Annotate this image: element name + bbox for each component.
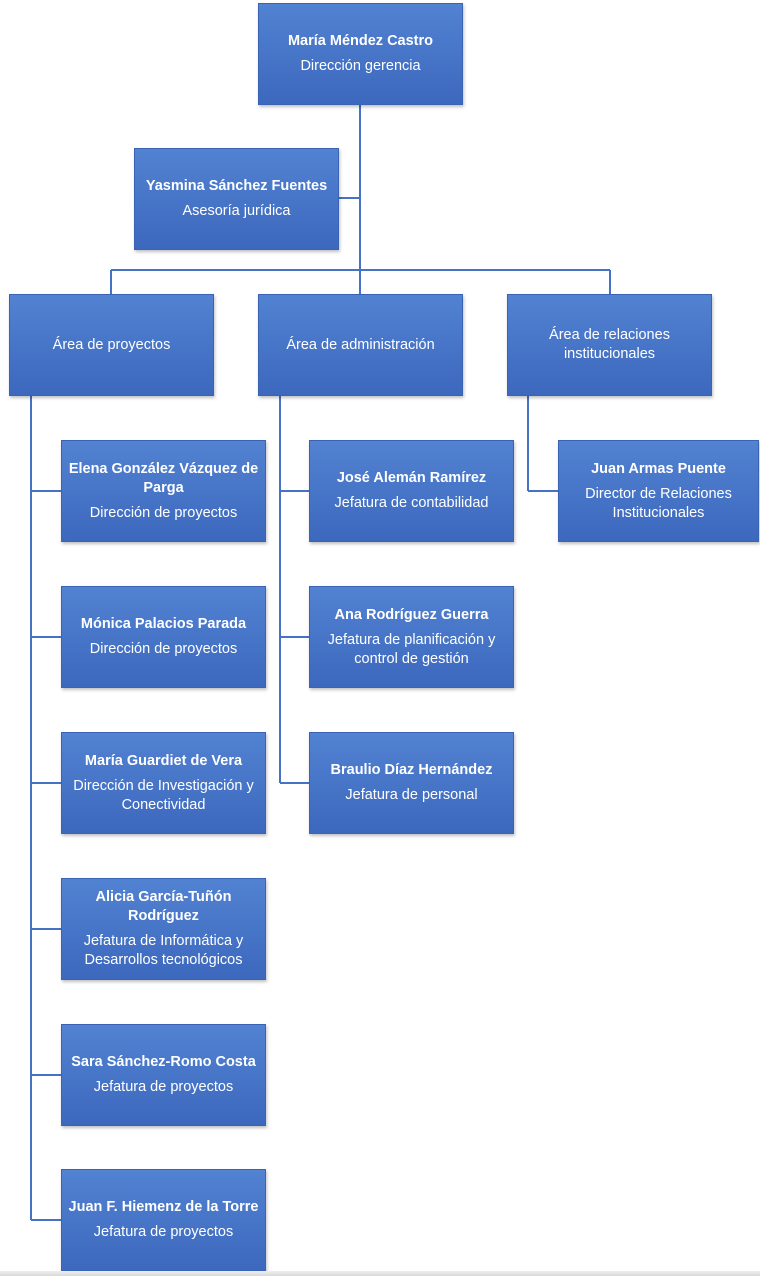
- node-proyectos-4: Alicia García-Tuñón Rodríguez Jefatura d…: [61, 878, 266, 980]
- node-role: Jefatura de proyectos: [93, 1224, 234, 1240]
- node-name: María Méndez Castro: [287, 33, 434, 49]
- node-name: Elena González Vázquez de Parga: [68, 460, 259, 496]
- node-role: Dirección de proyectos: [89, 504, 238, 521]
- area-label: Área de administración: [286, 336, 435, 353]
- node-name: Juan F. Hiemenz de la Torre: [68, 1199, 259, 1215]
- node-role: Jefatura de Informática y Desarrollos te…: [83, 933, 244, 968]
- node-role: Jefatura de proyectos: [93, 1079, 234, 1095]
- node-role: Dirección gerencia: [300, 58, 421, 74]
- node-role: Jefatura de planificación y control de g…: [327, 631, 496, 667]
- node-role: Jefatura de contabilidad: [334, 495, 489, 511]
- node-proyectos-2: Mónica Palacios Parada Dirección de proy…: [61, 586, 266, 688]
- node-area-relaciones: Área de relaciones institucionales: [507, 294, 712, 396]
- node-role: Asesoría jurídica: [182, 203, 291, 219]
- node-name: Mónica Palacios Parada: [80, 616, 247, 632]
- node-role: Director de Relaciones Institucionales: [585, 485, 732, 521]
- node-role: Dirección de proyectos: [89, 641, 238, 657]
- node-name: María Guardiet de Vera: [84, 752, 243, 769]
- node-name: Ana Rodríguez Guerra: [334, 606, 489, 623]
- node-role: Jefatura de personal: [345, 787, 478, 803]
- node-name: Braulio Díaz Hernández: [330, 762, 493, 778]
- node-administracion-1: José Alemán Ramírez Jefatura de contabil…: [309, 440, 514, 542]
- node-name: Sara Sánchez-Romo Costa: [71, 1054, 256, 1070]
- node-proyectos-1: Elena González Vázquez de Parga Direcció…: [61, 440, 266, 542]
- node-advisor: Yasmina Sánchez Fuentes Asesoría jurídic…: [134, 148, 339, 250]
- node-area-proyectos: Área de proyectos: [9, 294, 214, 396]
- page-bottom-edge: [0, 1271, 760, 1276]
- node-relaciones-1: Juan Armas Puente Director de Relaciones…: [558, 440, 759, 542]
- node-root: María Méndez Castro Dirección gerencia: [258, 3, 463, 105]
- area-label: Área de relaciones institucionales: [549, 327, 670, 362]
- node-name: Alicia García-Tuñón Rodríguez: [95, 889, 232, 924]
- node-administracion-2: Ana Rodríguez Guerra Jefatura de planifi…: [309, 586, 514, 688]
- node-proyectos-3: María Guardiet de Vera Dirección de Inve…: [61, 732, 266, 834]
- node-proyectos-6: Juan F. Hiemenz de la Torre Jefatura de …: [61, 1169, 266, 1271]
- node-proyectos-5: Sara Sánchez-Romo Costa Jefatura de proy…: [61, 1024, 266, 1126]
- node-area-administracion: Área de administración: [258, 294, 463, 396]
- node-name: Juan Armas Puente: [591, 460, 726, 477]
- node-name: Yasmina Sánchez Fuentes: [145, 178, 328, 194]
- area-label: Área de proyectos: [52, 336, 171, 353]
- node-administracion-3: Braulio Díaz Hernández Jefatura de perso…: [309, 732, 514, 834]
- node-name: José Alemán Ramírez: [336, 470, 487, 486]
- node-role: Dirección de Investigación y Conectivida…: [73, 777, 254, 813]
